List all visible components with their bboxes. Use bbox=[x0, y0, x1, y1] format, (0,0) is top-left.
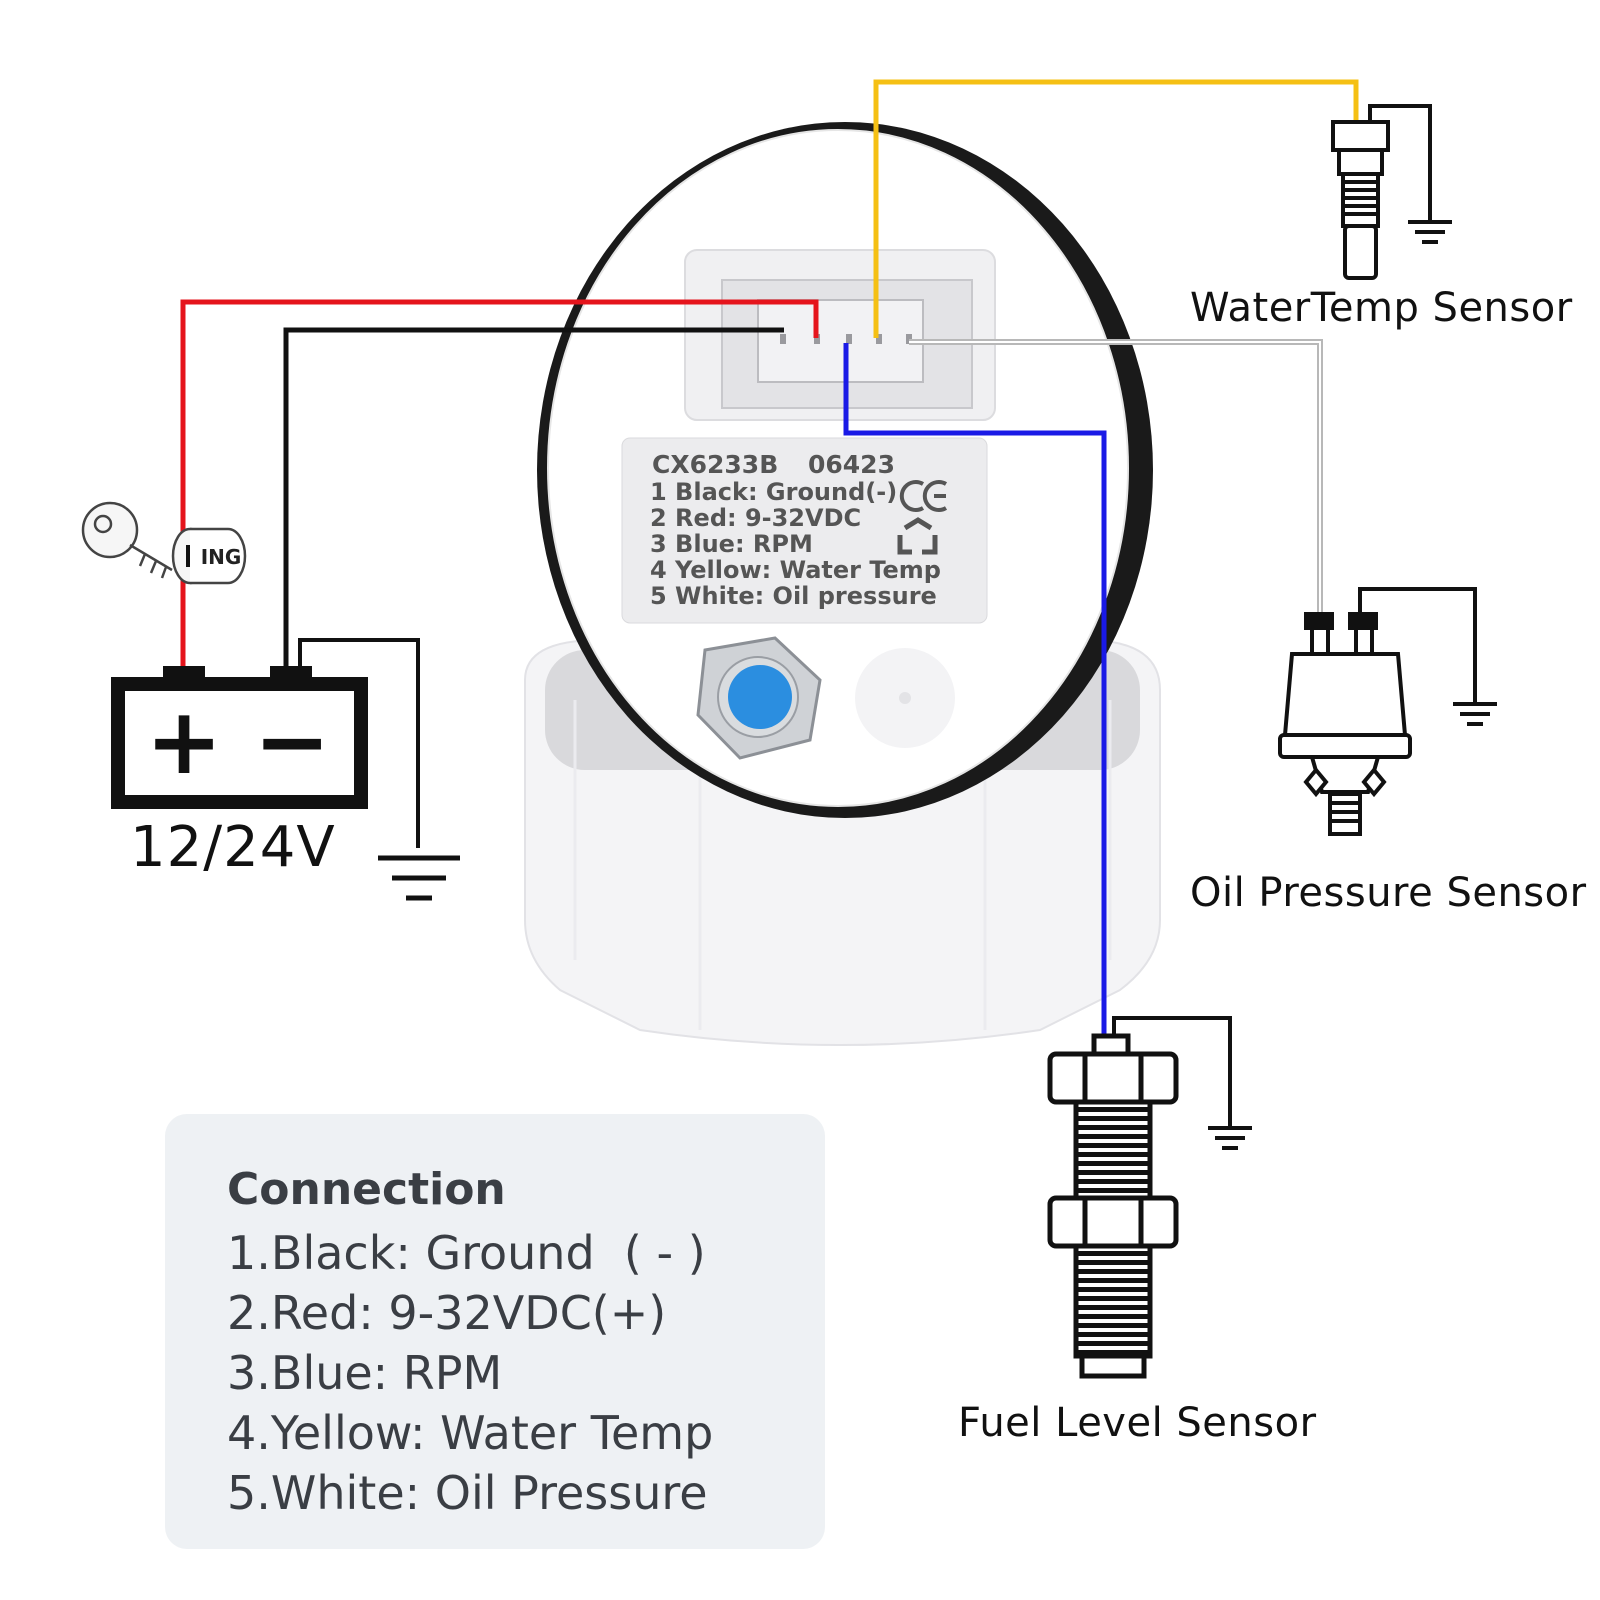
wires bbox=[180, 79, 1477, 1128]
battery-icon: + − bbox=[111, 666, 368, 809]
connection-title: Connection bbox=[227, 1164, 506, 1215]
red-wire bbox=[180, 299, 819, 668]
plate-line: 4 Yellow: Water Temp bbox=[650, 556, 941, 584]
fuel-level-sensor-icon bbox=[1047, 1033, 1179, 1379]
plate-line: 2 Red: 9-32VDC bbox=[650, 504, 861, 532]
yellow-wire bbox=[873, 79, 1359, 338]
oil-pressure-sensor-label: Oil Pressure Sensor bbox=[1190, 870, 1587, 916]
ce-mark-icon bbox=[899, 480, 948, 512]
battery-voltage-label: 12/24V bbox=[130, 815, 336, 880]
fuel-level-sensor-label: Fuel Level Sensor bbox=[958, 1400, 1317, 1446]
gauge-button[interactable] bbox=[696, 636, 822, 760]
battery-minus: − bbox=[253, 688, 330, 795]
battery-ground-wire bbox=[298, 638, 420, 848]
blue-wire bbox=[843, 343, 1107, 1036]
ground-symbol-icon bbox=[1208, 1126, 1252, 1150]
plate-line: 5 White: Oil pressure bbox=[650, 582, 937, 610]
plate-line: 1 Black: Ground(-) bbox=[650, 478, 897, 506]
connection-item: 3.Blue: RPM bbox=[227, 1346, 503, 1400]
plate-line: 3 Blue: RPM bbox=[650, 530, 813, 558]
plate-model: CX6233B bbox=[652, 450, 778, 479]
label-plate: CX6233B 06423 1 Black: Ground(-) 2 Red: … bbox=[621, 437, 988, 624]
connection-item: 4.Yellow: Water Temp bbox=[227, 1406, 714, 1460]
ground-symbol-icon bbox=[1453, 702, 1497, 726]
ignition-label: ING bbox=[201, 545, 242, 569]
oil-pressure-sensor-icon bbox=[1278, 612, 1412, 836]
ignition-switch-icon: ING bbox=[171, 527, 247, 585]
key-icon bbox=[81, 501, 173, 579]
water-temp-sensor-icon bbox=[1331, 120, 1390, 280]
recycle-icon bbox=[897, 517, 938, 555]
black-wire bbox=[283, 327, 784, 668]
ground-symbol-icon bbox=[378, 855, 460, 901]
plate-code: 06423 bbox=[808, 450, 895, 479]
water-sensor-ground-wire bbox=[1368, 104, 1432, 222]
battery-plus: + bbox=[145, 688, 222, 795]
connection-item: 2.Red: 9-32VDC(+) bbox=[227, 1286, 667, 1340]
ground-symbol-icon bbox=[1408, 220, 1452, 244]
gauge: CX6233B 06423 1 Black: Ground(-) 2 Red: … bbox=[524, 122, 1161, 1046]
fuel-sensor-ground-wire bbox=[1112, 1016, 1232, 1128]
water-temp-sensor-label: WaterTemp Sensor bbox=[1190, 285, 1573, 331]
connection-item: 5.White: Oil Pressure bbox=[227, 1466, 708, 1520]
connection-item: 1.Black: Ground ( - ) bbox=[227, 1226, 706, 1280]
connection-legend: Connection 1.Black: Ground ( - ) 2.Red: … bbox=[165, 1114, 825, 1549]
oil-sensor-ground-wire bbox=[1358, 587, 1477, 704]
